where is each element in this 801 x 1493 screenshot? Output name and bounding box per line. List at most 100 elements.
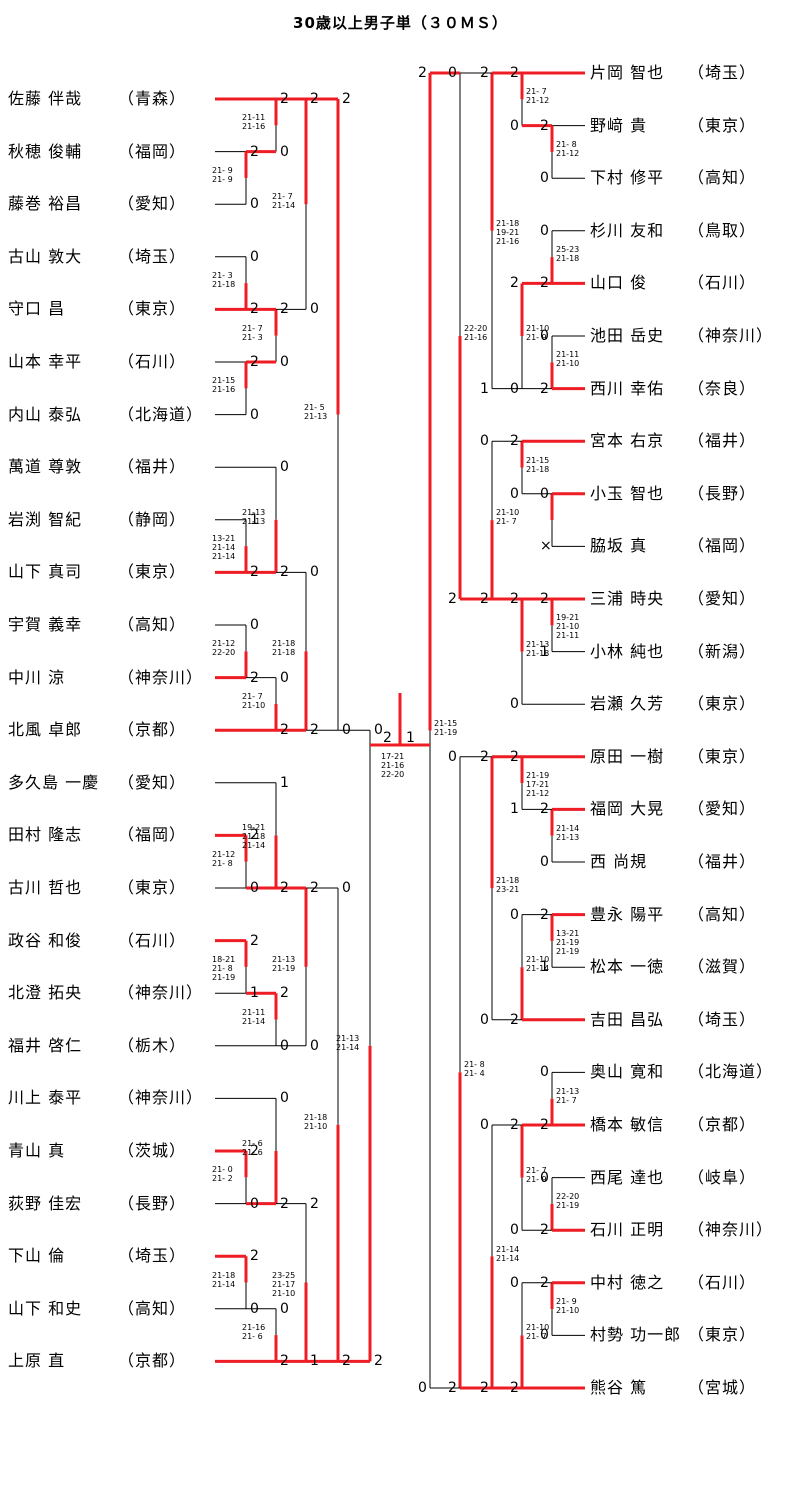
- left-player-name: 福井 啓仁: [8, 1035, 83, 1055]
- match-score-top: 2: [280, 985, 289, 1002]
- right-player-name: 小林 純也: [590, 641, 665, 661]
- game-scores: 21- 0 21- 2: [212, 1165, 233, 1184]
- match-score-top: 2: [342, 91, 351, 107]
- game-scores: 21-18 21-10: [304, 1112, 328, 1131]
- right-player-pref: （奈良）: [688, 378, 757, 398]
- match-score-bottom: 2: [510, 1011, 519, 1028]
- match-score-bottom: 1: [540, 643, 549, 660]
- left-player-pref: （石川）: [118, 930, 187, 950]
- match-score-bottom: 0: [480, 1011, 489, 1028]
- left-player-name: 守口 昌: [8, 299, 66, 319]
- left-player-pref: （静岡）: [118, 509, 187, 529]
- match-score-top: 2: [280, 301, 289, 318]
- game-scores: 21-13 21-14: [336, 1033, 360, 1052]
- right-player-pref: （高知）: [688, 168, 757, 188]
- match-score-top: 0: [374, 722, 383, 739]
- match-score-bottom: 0: [280, 354, 289, 370]
- match-score-top: 2: [250, 1248, 259, 1265]
- left-player-pref: （青森）: [118, 89, 187, 108]
- match-score-top: 0: [280, 669, 289, 686]
- left-player-name: 山下 真司: [8, 562, 83, 582]
- match-score-bottom: 0: [510, 696, 519, 713]
- game-scores: 21- 6 21- 6: [242, 1139, 263, 1157]
- game-scores: 21-16 21- 6: [242, 1323, 266, 1342]
- match-score-top: 2: [510, 748, 519, 765]
- left-player-name: 青山 真: [8, 1141, 66, 1160]
- right-player-pref: （福岡）: [688, 536, 757, 556]
- left-player-pref: （東京）: [118, 299, 187, 319]
- match-score-bottom: 0: [250, 1195, 259, 1212]
- game-scores: 21- 7 21- 3: [242, 323, 263, 342]
- game-scores: 21-12 21- 8: [212, 849, 236, 868]
- left-player-name: 政谷 和俊: [8, 930, 83, 950]
- match-score-top: 2: [540, 591, 549, 607]
- right-player-name: 奥山 寛和: [590, 1062, 665, 1082]
- left-player-name: 宇賀 義幸: [8, 615, 83, 634]
- match-score-top: 0: [540, 1064, 549, 1081]
- left-player-pref: （愛知）: [118, 194, 187, 214]
- match-score-top: 0: [310, 564, 319, 581]
- left-player-name: 北風 卓郎: [8, 720, 83, 740]
- right-player-name: 松本 一徳: [590, 957, 665, 977]
- right-player-name: 西 尚規: [590, 852, 648, 871]
- match-score-top: 0: [280, 1090, 289, 1107]
- match-score-bottom: 2: [540, 1222, 549, 1239]
- right-player-pref: （東京）: [688, 746, 757, 766]
- left-player-name: 多久島 一慶: [8, 772, 100, 792]
- match-score-top: 2: [510, 275, 519, 292]
- match-score-top: 0: [280, 459, 289, 476]
- right-player-name: 杉川 友和: [590, 220, 665, 240]
- match-score-bottom: 2: [280, 1195, 289, 1212]
- match-score-bottom: 1: [540, 959, 549, 976]
- left-player-pref: （長野）: [118, 1193, 187, 1213]
- game-scores: 21-18 21-14: [212, 1270, 236, 1289]
- game-scores: 21-14 21-13: [556, 823, 580, 842]
- match-score-top: 2: [250, 932, 259, 949]
- left-player-pref: （埼玉）: [118, 1246, 187, 1266]
- game-scores: 21- 9 21-10: [556, 1297, 580, 1316]
- left-player-pref: （東京）: [118, 562, 187, 582]
- right-player-name: 橋本 敏信: [590, 1115, 665, 1134]
- left-player-pref: （石川）: [118, 352, 187, 371]
- game-scores: 21-13 21-18: [526, 639, 550, 658]
- final-score-left: 2: [383, 730, 392, 746]
- left-player-pref: （京都）: [118, 720, 187, 740]
- left-player-pref: （北海道）: [118, 404, 204, 424]
- match-score-bottom: 2: [280, 722, 289, 739]
- right-player-name: 脇坂 真: [590, 536, 648, 556]
- right-player-pref: （東京）: [688, 115, 757, 135]
- right-player-pref: （東京）: [688, 1325, 757, 1345]
- match-score-top: 1: [250, 511, 259, 528]
- left-player-name: 荻野 佳宏: [8, 1193, 83, 1213]
- match-score-top: 2: [310, 1195, 319, 1212]
- right-player-pref: （長野）: [688, 483, 757, 503]
- right-player-pref: （神奈川）: [688, 1220, 774, 1240]
- right-player-name: 原田 一樹: [590, 746, 665, 766]
- right-player-pref: （京都）: [688, 1115, 757, 1134]
- match-score-bottom: 2: [250, 564, 259, 581]
- right-player-name: 熊谷 篤: [590, 1378, 648, 1397]
- right-player-name: 池田 岳史: [590, 326, 665, 345]
- match-score-top: 2: [280, 91, 289, 107]
- right-player-pref: （高知）: [688, 904, 757, 924]
- game-scores: 21- 7 21-12: [526, 87, 550, 106]
- left-player-pref: （福岡）: [118, 825, 187, 845]
- left-player-pref: （高知）: [118, 615, 187, 634]
- match-score-top: 0: [510, 1274, 519, 1291]
- right-player-name: 山口 俊: [590, 273, 648, 293]
- game-scores: 22-20 21-19: [556, 1191, 580, 1210]
- match-score-bottom: 0: [250, 1300, 259, 1317]
- match-score-bottom: 0: [250, 406, 259, 423]
- left-player-name: 下山 倫: [8, 1246, 66, 1266]
- match-score-top: 1: [280, 774, 289, 791]
- right-player-pref: （新潟）: [688, 641, 757, 661]
- match-score-bottom: 2: [480, 591, 489, 607]
- game-scores: 21- 7 21-14: [272, 192, 296, 211]
- left-player-pref: （愛知）: [118, 772, 187, 792]
- match-score-top: 2: [510, 1117, 519, 1133]
- right-player-pref: （岐阜）: [688, 1167, 757, 1187]
- match-score-top: 0: [510, 906, 519, 923]
- left-player-name: 川上 泰平: [8, 1088, 83, 1108]
- match-score-top: 0: [448, 748, 457, 765]
- match-score-top: 2: [540, 801, 549, 818]
